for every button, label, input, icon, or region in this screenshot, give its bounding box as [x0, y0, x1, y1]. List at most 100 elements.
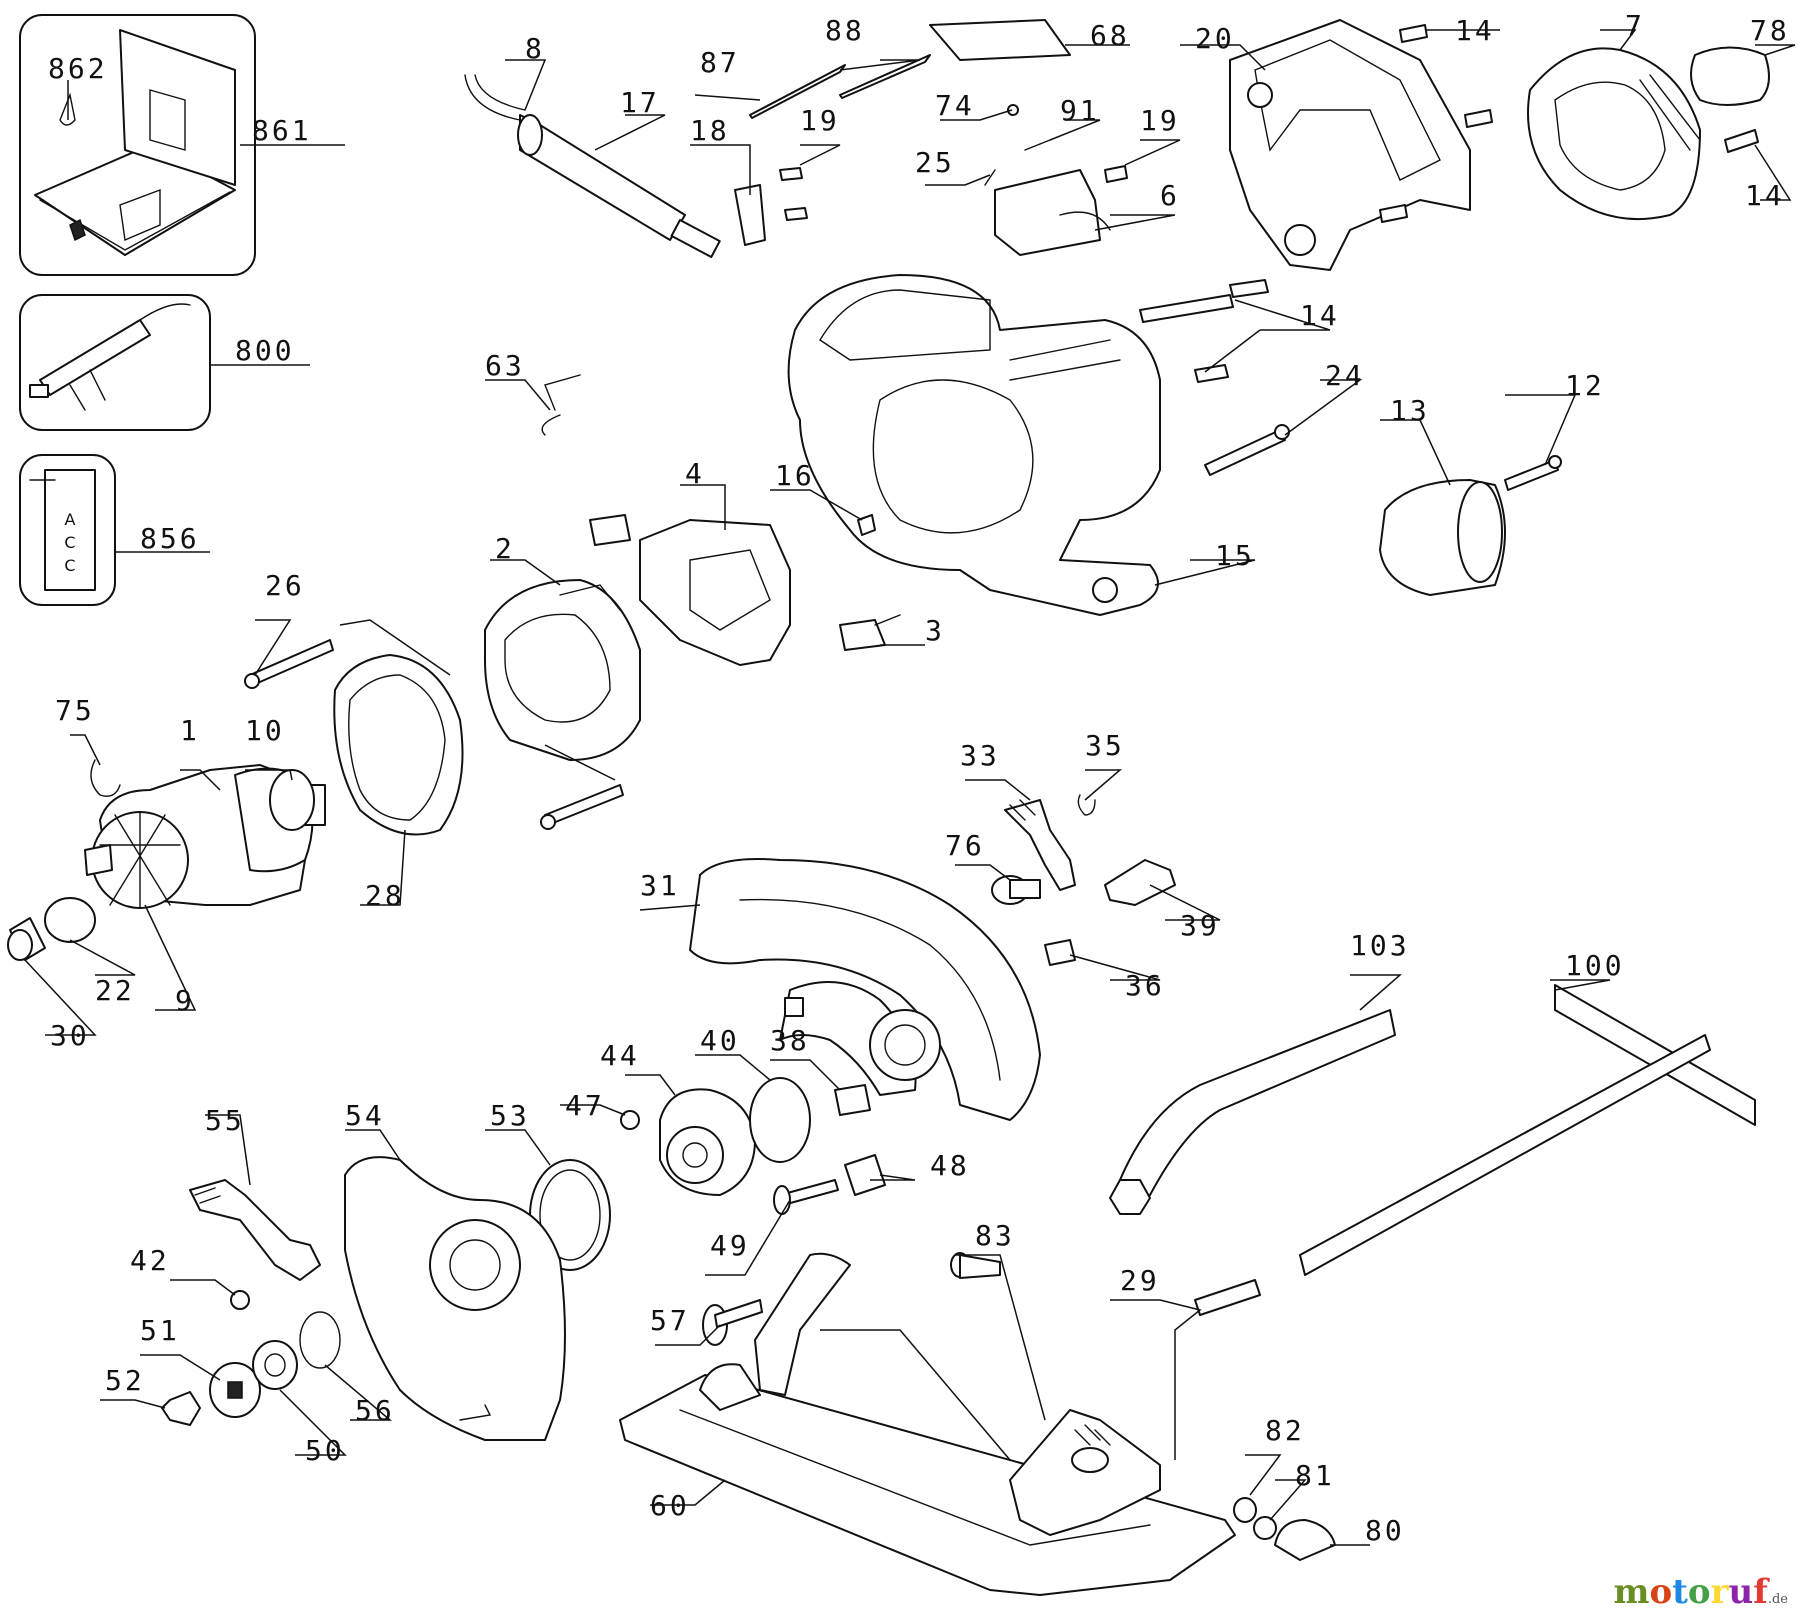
brush-holder-4: [589, 514, 791, 666]
lower-guard-54: [344, 1156, 566, 1441]
handle-half-20: [1229, 19, 1471, 271]
callout-56: 56: [355, 1394, 395, 1427]
callout-856: 856: [140, 522, 200, 555]
callout-24: 24: [1325, 359, 1365, 392]
shoe-60: [619, 1374, 1236, 1596]
callout-1: 1: [180, 714, 200, 747]
shoulder-screw-76: [991, 875, 1041, 905]
callout-63: 63: [485, 349, 525, 382]
callout-28: 28: [365, 879, 405, 912]
label-856-line-2: C: [64, 533, 75, 552]
callout-14-c: 14: [1300, 299, 1340, 332]
lever-33: [1004, 799, 1076, 891]
knob-80: [1274, 1519, 1336, 1561]
pad-38: [834, 1084, 871, 1116]
callout-4: 4: [685, 457, 705, 490]
callout-16: 16: [775, 459, 815, 492]
callout-9: 9: [175, 984, 195, 1017]
callout-19-a: 19: [800, 104, 840, 137]
callout-44: 44: [600, 1039, 640, 1072]
power-cord-8: [464, 74, 526, 121]
screws-26: [244, 619, 624, 830]
spindle-lock-39: [1104, 859, 1176, 906]
callout-53: 53: [490, 1099, 530, 1132]
watermark-letter: f: [1753, 1572, 1768, 1612]
guard-lever-55: [189, 1179, 321, 1281]
retaining-ring-75: [90, 759, 121, 797]
watermark-suffix: .de: [1767, 1592, 1788, 1607]
leader-lines: [24, 29, 1796, 1546]
callout-36: 36: [1125, 969, 1165, 1002]
brush-spring-63: [541, 374, 581, 436]
lock-washer-81: [1253, 1516, 1277, 1540]
o-ring-22: [44, 897, 96, 943]
callout-49: 49: [710, 1229, 750, 1262]
blade-wrench-103: [1109, 1009, 1396, 1215]
callout-2: 2: [495, 532, 515, 565]
pivot-pin-83: [950, 1252, 1001, 1279]
screws-14a: [1379, 24, 1493, 223]
watermark-letter: u: [1728, 1572, 1754, 1612]
motor-housing-15: [787, 274, 1161, 616]
callout-54: 54: [345, 1099, 385, 1132]
watermark-letter: t: [1672, 1572, 1688, 1612]
screws-14c: [1139, 279, 1269, 383]
callout-83: 83: [975, 1219, 1015, 1252]
callout-51: 51: [140, 1314, 180, 1347]
callout-20: 20: [1195, 22, 1235, 55]
callout-862: 862: [48, 52, 108, 85]
callout-81: 81: [1295, 1459, 1335, 1492]
outer-washer-50: [252, 1340, 298, 1390]
screw-14b: [1724, 129, 1759, 153]
callout-14-b: 14: [1745, 179, 1785, 212]
callout-26: 26: [265, 569, 305, 602]
cap-78: [1690, 46, 1770, 106]
callout-68: 68: [1090, 19, 1130, 52]
callout-31: 31: [640, 869, 680, 902]
label-856-line-3: C: [64, 556, 75, 575]
callout-35: 35: [1085, 729, 1125, 762]
callout-82: 82: [1265, 1414, 1305, 1447]
watermark-letter: m: [1613, 1572, 1650, 1612]
callout-60: 60: [650, 1489, 690, 1522]
callout-39: 39: [1180, 909, 1220, 942]
callout-100: 100: [1565, 949, 1625, 982]
callout-91: 91: [1060, 94, 1100, 127]
watermark-letter: o: [1649, 1572, 1673, 1612]
inset-800-cord: [19, 294, 211, 431]
baffle-28: [333, 654, 464, 836]
callout-22: 22: [95, 974, 135, 1007]
callout-15: 15: [1215, 539, 1255, 572]
inset-861-carry-case: [19, 14, 256, 276]
callout-33: 33: [960, 739, 1000, 772]
callout-25: 25: [915, 146, 955, 179]
retaining-ring-35: [1077, 794, 1096, 816]
bearing-30: [7, 917, 46, 961]
screw-47: [620, 1110, 640, 1130]
watermark-letter: o: [1687, 1572, 1711, 1612]
callout-17: 17: [620, 86, 660, 119]
cord-clamp-18: [734, 184, 766, 246]
callout-87: 87: [700, 46, 740, 79]
callout-labels: 862 861 800 856 8 17 87 88 68 18 19 74 9…: [48, 9, 1787, 1547]
callout-6: 6: [1160, 179, 1180, 212]
callout-14-a: 14: [1455, 14, 1495, 47]
callout-13: 13: [1390, 394, 1430, 427]
callout-42: 42: [130, 1244, 170, 1277]
callout-52: 52: [105, 1364, 145, 1397]
callout-103: 103: [1350, 929, 1410, 962]
callout-50: 50: [305, 1434, 345, 1467]
inset-862-clip: [59, 92, 76, 126]
callout-80: 80: [1365, 1514, 1405, 1547]
screw-42: [230, 1290, 250, 1310]
motor-cover-7: [1527, 47, 1701, 221]
callout-57: 57: [650, 1304, 690, 1337]
callout-47: 47: [565, 1089, 605, 1122]
screw-19b: [1104, 165, 1128, 183]
screws-19a: [779, 167, 808, 221]
spring-36: [1044, 939, 1076, 966]
inset-856-label: A C C: [19, 454, 116, 606]
watermark-letter: r: [1710, 1572, 1729, 1612]
o-ring-40: [749, 1077, 811, 1163]
